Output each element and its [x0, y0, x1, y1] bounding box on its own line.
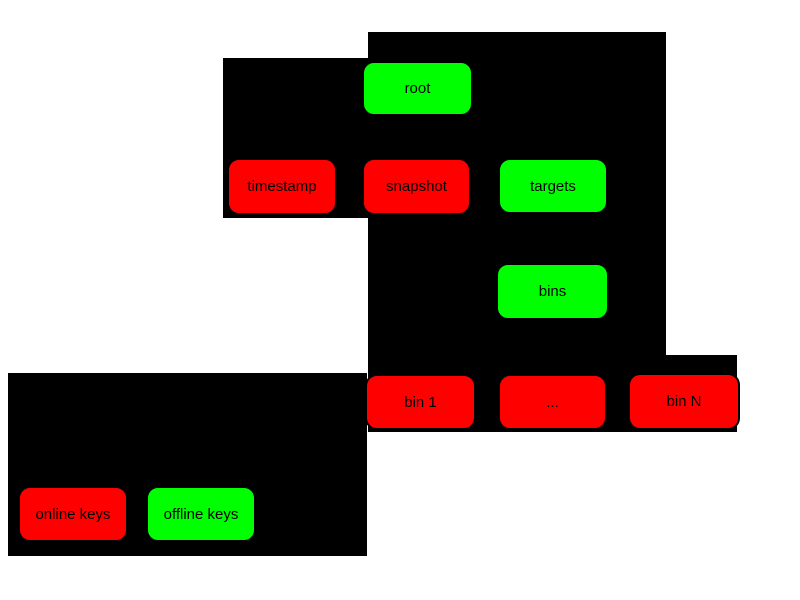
node-bin-1: bin 1 — [365, 374, 476, 430]
node-targets: targets — [498, 158, 608, 214]
node-bin-ellipsis: ... — [498, 374, 607, 430]
node-bins-wrapper: bins — [496, 263, 609, 320]
node-offline-keys: offline keys — [146, 486, 256, 542]
node-bins: bins — [496, 263, 609, 320]
node-snapshot: snapshot — [362, 158, 471, 215]
node-root: root — [362, 61, 473, 116]
node-bin-n: bin N — [628, 373, 740, 430]
node-timestamp: timestamp — [227, 158, 337, 215]
node-online-keys: online keys — [18, 486, 128, 542]
